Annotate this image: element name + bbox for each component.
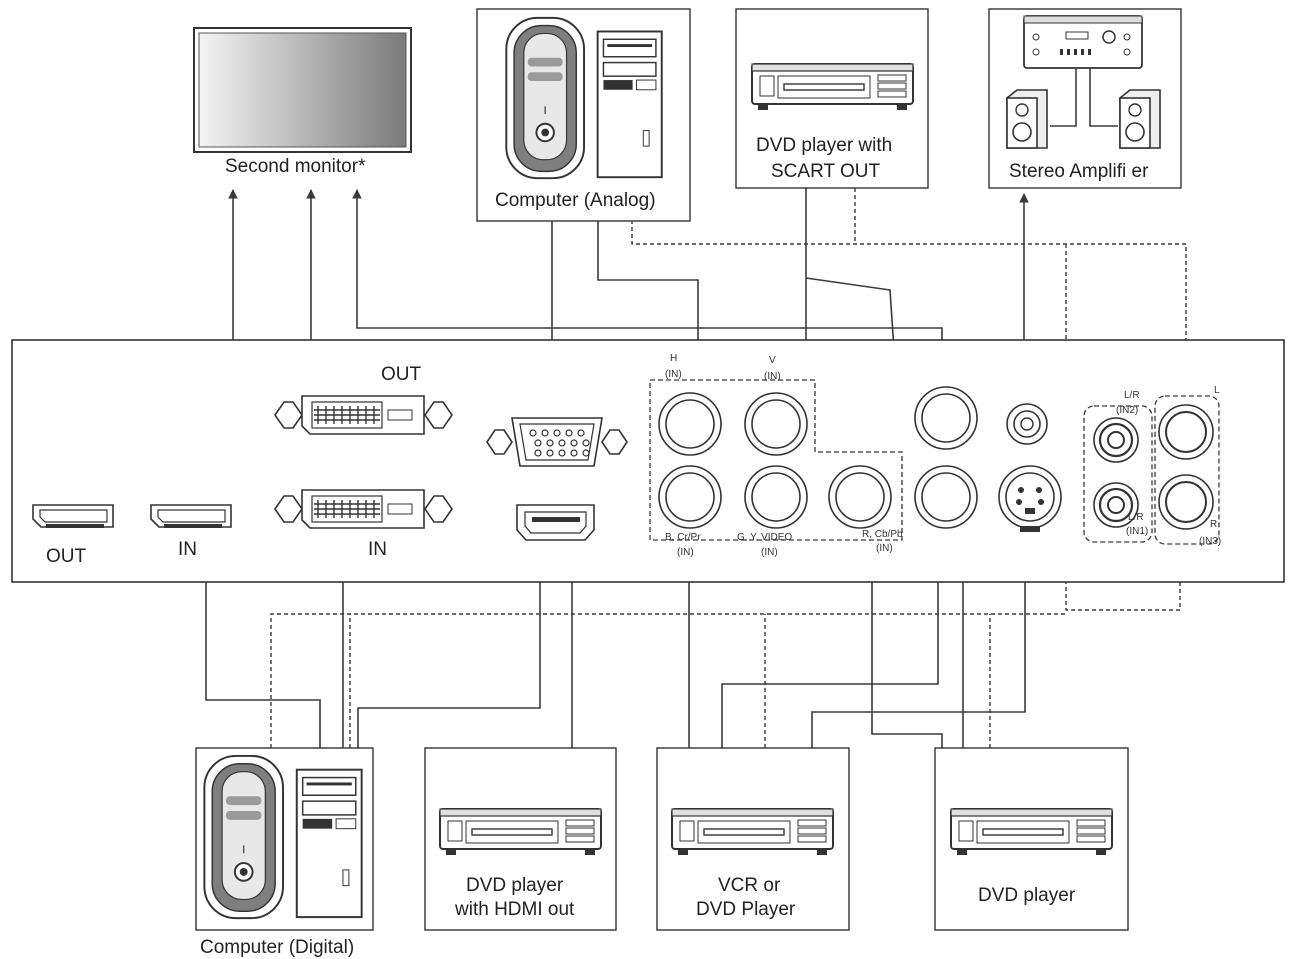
second-monitor-label: Second monitor* bbox=[225, 156, 366, 177]
g-y-video-label: G, Y, VIDEO bbox=[737, 532, 792, 543]
rca-in1-jack[interactable] bbox=[1093, 482, 1139, 528]
vga-connector[interactable] bbox=[486, 417, 628, 467]
r-cb-pb-label: R, Cb/Pb bbox=[862, 529, 903, 540]
lr-in1-label: L/R bbox=[1128, 512, 1144, 523]
dp-out-label: OUT bbox=[46, 546, 87, 567]
second-monitor-device bbox=[193, 27, 412, 153]
stereo-amp-label: Stereo Amplifi er bbox=[1009, 161, 1149, 182]
dp-in-label: IN bbox=[178, 539, 197, 560]
dvi-out-connector[interactable] bbox=[274, 395, 453, 435]
computer-digital-icon bbox=[203, 754, 363, 920]
h-in-sub-label: (IN) bbox=[665, 369, 682, 380]
r-in3-sub-label: (IN3) bbox=[1199, 536, 1221, 547]
audio-out-jack[interactable] bbox=[1006, 403, 1048, 445]
rca-in2-jack[interactable] bbox=[1093, 417, 1139, 463]
bnc-g-y-video-connector[interactable] bbox=[744, 465, 808, 529]
dvd-hdmi-label-line1: DVD player bbox=[466, 875, 564, 896]
lr-in1-sub-label: (IN1) bbox=[1126, 526, 1148, 537]
dvd-scart-label-line2: SCART OUT bbox=[771, 161, 880, 182]
bnc-out-top-connector[interactable] bbox=[914, 386, 978, 450]
vcr-dvd-label-line2: DVD Player bbox=[696, 899, 796, 920]
dvi-in-label: IN bbox=[368, 539, 387, 560]
lr-rca-group-outline bbox=[1083, 405, 1153, 543]
hdmi-connector[interactable] bbox=[516, 504, 595, 541]
bnc-input-group-outline bbox=[649, 379, 903, 541]
dashed-audio-wires bbox=[270, 188, 1191, 748]
displayport-out-connector[interactable] bbox=[32, 504, 114, 528]
dvd-player-icon bbox=[949, 807, 1114, 857]
r-cb-pb-sub-label: (IN) bbox=[876, 543, 893, 554]
vcr-dvd-label-line1: VCR or bbox=[718, 875, 781, 896]
dvd-scart-player-icon bbox=[750, 62, 915, 112]
v-in-label: V bbox=[769, 355, 776, 366]
bnc-b-cr-pr-connector[interactable] bbox=[658, 465, 722, 529]
audio-in3-right-jack[interactable] bbox=[1158, 474, 1214, 530]
dvi-in-connector[interactable] bbox=[274, 489, 453, 529]
v-in-sub-label: (IN) bbox=[764, 371, 781, 382]
computer-analog-label: Computer (Analog) bbox=[495, 190, 656, 211]
lr-in2-sub-label: (IN2) bbox=[1116, 405, 1138, 416]
r-in3-label: R bbox=[1210, 519, 1217, 530]
lr-in3-group-outline bbox=[1154, 395, 1220, 545]
audio-in3-left-jack[interactable] bbox=[1158, 404, 1214, 460]
dvi-out-label: OUT bbox=[381, 364, 422, 385]
dvd-hdmi-label-line2: with HDMI out bbox=[454, 899, 575, 920]
dvd-player-label: DVD player bbox=[978, 885, 1076, 906]
dvd-scart-label-line1: DVD player with bbox=[756, 135, 892, 156]
b-cr-pr-label: B, Cr/Pr bbox=[665, 532, 701, 543]
l-label: L bbox=[1214, 385, 1220, 396]
s-video-connector[interactable] bbox=[998, 465, 1062, 532]
computer-digital-label: Computer (Digital) bbox=[200, 937, 354, 958]
displayport-in-connector[interactable] bbox=[150, 504, 232, 528]
stereo-amplifier-icon bbox=[1006, 15, 1161, 149]
vcr-dvd-player-icon bbox=[670, 807, 835, 857]
g-y-video-sub-label: (IN) bbox=[761, 547, 778, 558]
bnc-r-cb-pb-connector[interactable] bbox=[828, 465, 892, 529]
bnc-v-in-connector[interactable] bbox=[744, 392, 808, 456]
bnc-out-bottom-connector[interactable] bbox=[914, 465, 978, 529]
b-cr-pr-sub-label: (IN) bbox=[677, 547, 694, 558]
bnc-h-in-connector[interactable] bbox=[658, 392, 722, 456]
lr-in2-label: L/R bbox=[1124, 390, 1140, 401]
computer-analog-icon bbox=[505, 16, 663, 180]
dvd-hdmi-player-icon bbox=[438, 807, 603, 857]
monitor-rear-panel bbox=[11, 339, 1285, 583]
h-in-label: H bbox=[670, 353, 677, 364]
